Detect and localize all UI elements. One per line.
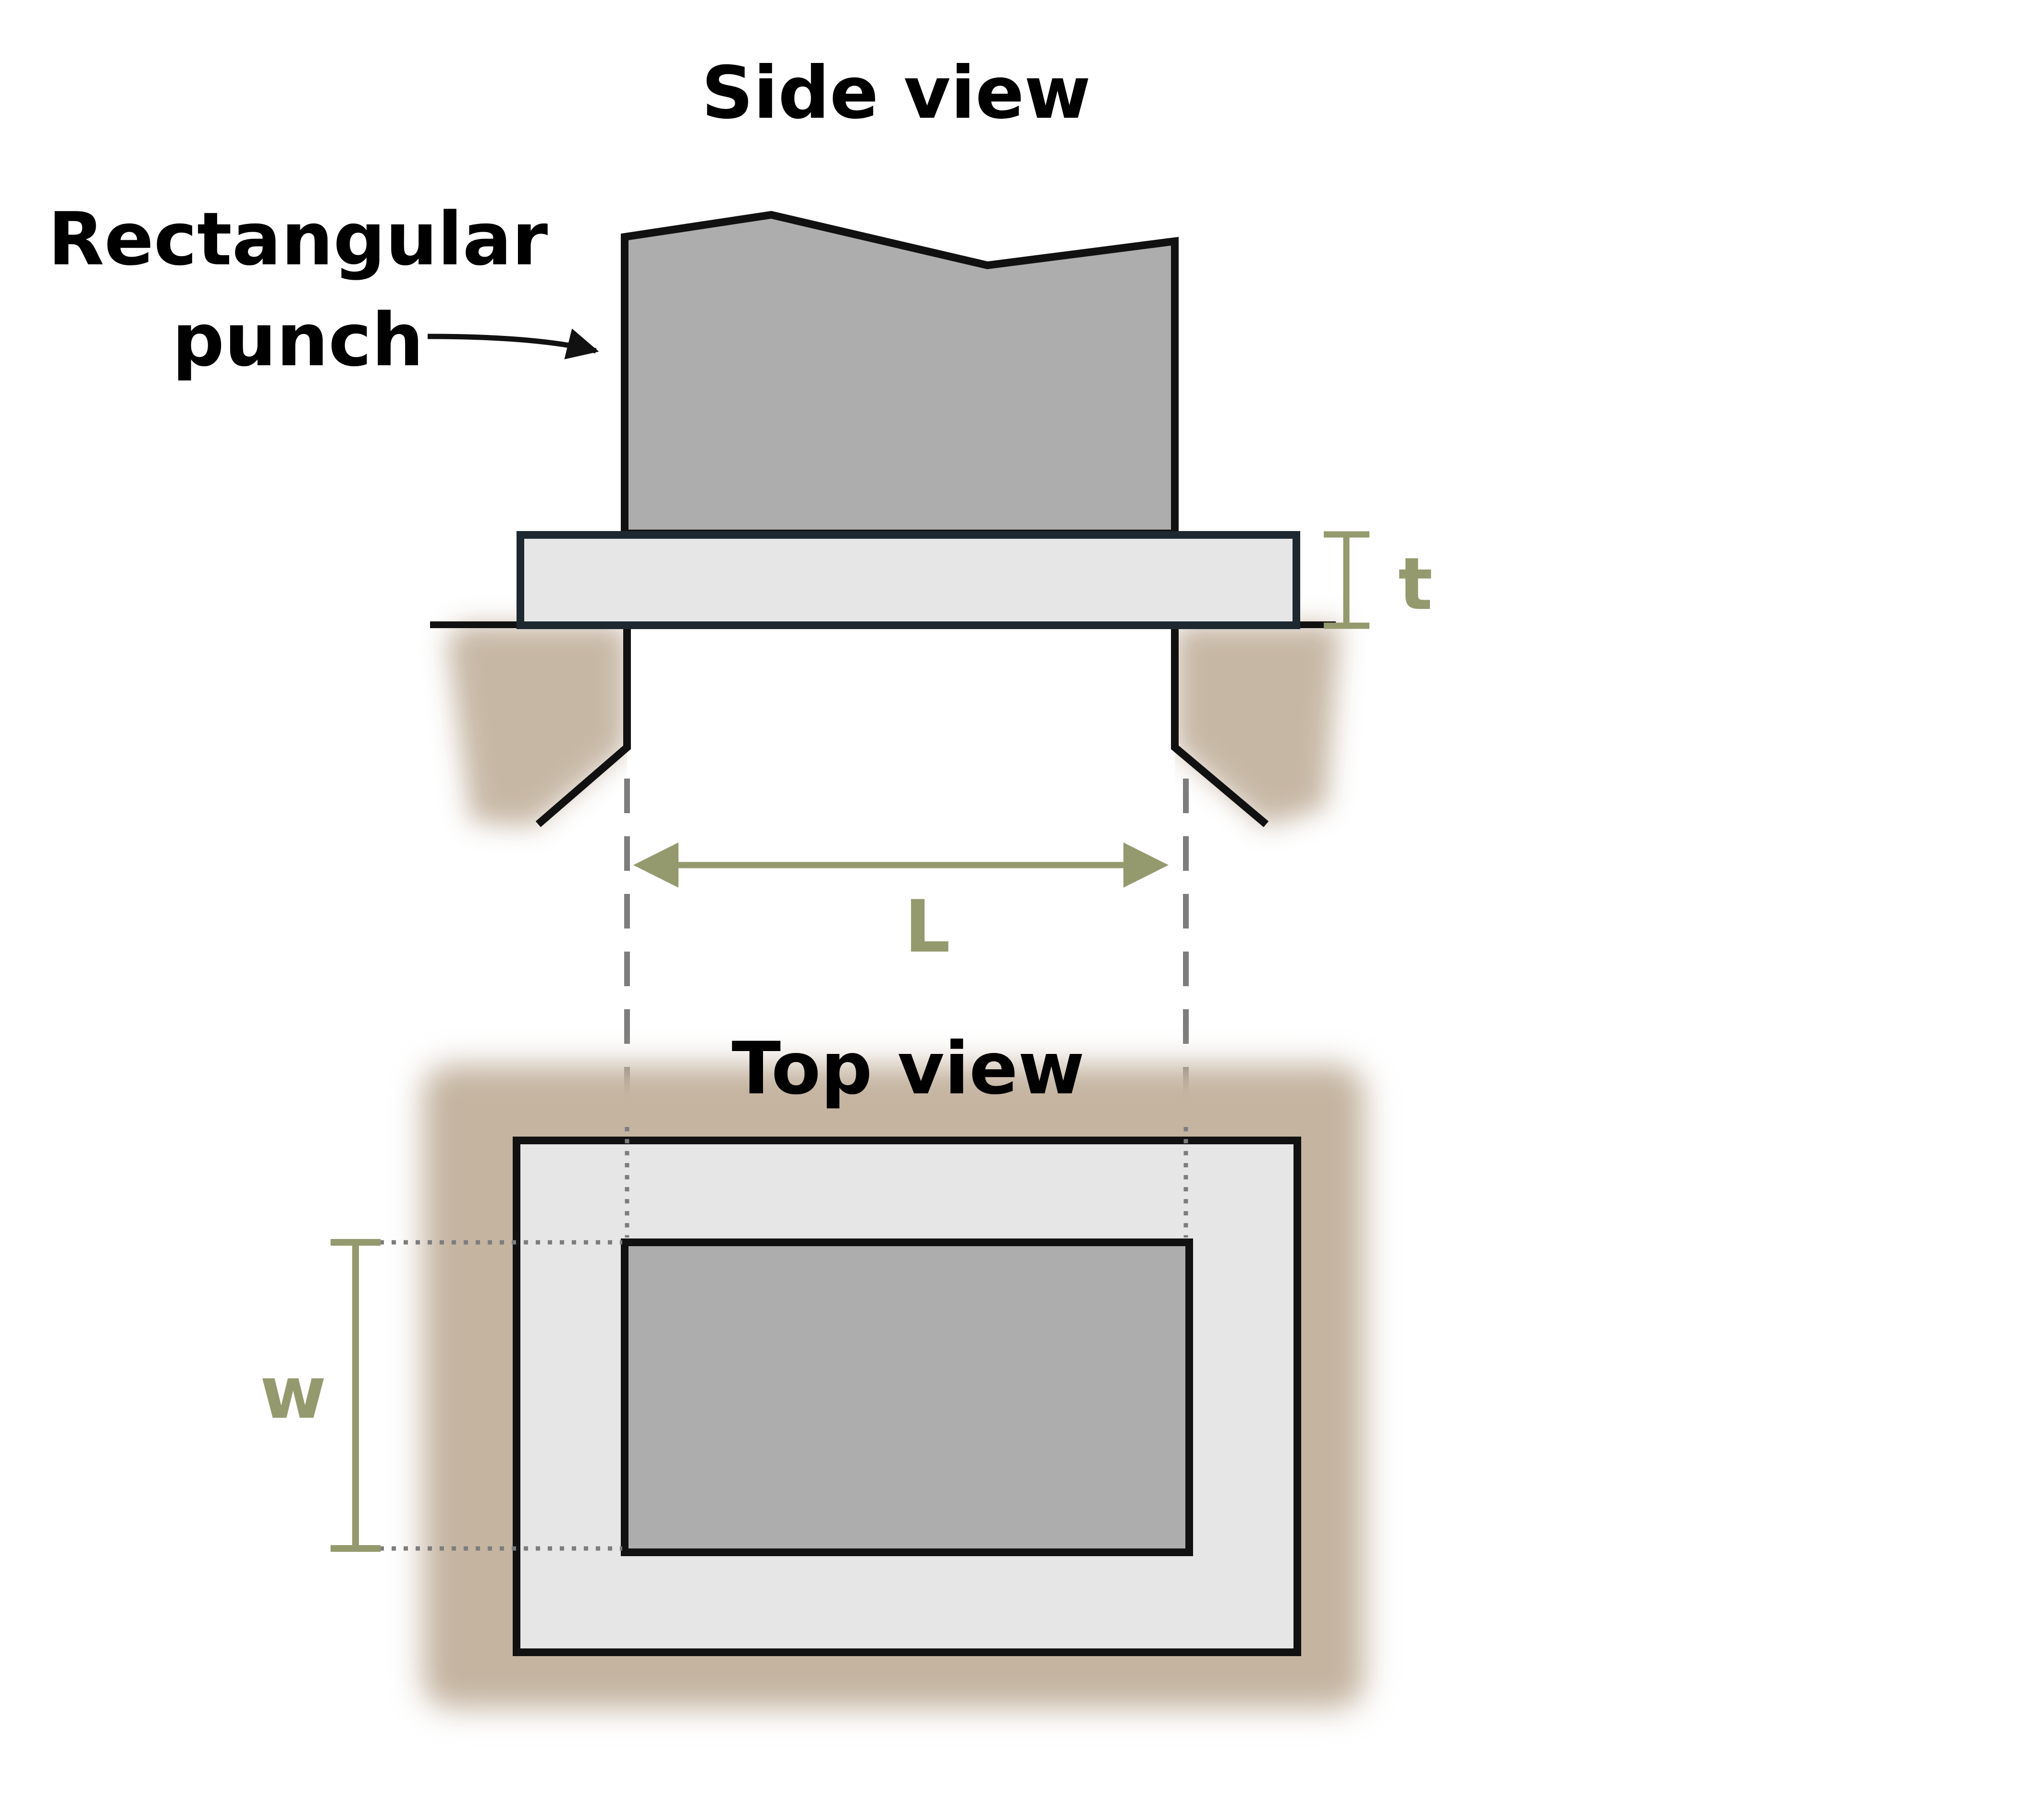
dimension-arrowhead-right	[1123, 842, 1169, 888]
die-right	[1175, 625, 1341, 827]
thickness-dimension	[1324, 531, 1369, 629]
dimension-w-label: w	[260, 1351, 327, 1435]
callout-arrow-icon	[427, 328, 599, 359]
die-left	[447, 625, 627, 827]
side-view-title: Side view	[702, 51, 1091, 135]
dimension-arrowhead-left	[633, 842, 678, 888]
die	[430, 621, 1341, 846]
width-dimension	[331, 1239, 381, 1552]
rectangular-punch	[621, 210, 1179, 537]
length-dimension	[633, 842, 1169, 888]
sheet-plate	[517, 531, 1300, 629]
callout-label-line2: punch	[172, 297, 424, 383]
dimension-L-label: L	[904, 885, 950, 969]
die-hole-edge-left	[535, 625, 631, 828]
die-hole-edge-right	[1171, 625, 1269, 828]
dimension-t-label: t	[1398, 543, 1433, 626]
top-view-punch-footprint	[621, 1238, 1193, 1556]
top-view-title: Top view	[732, 1027, 1085, 1111]
callout-label-line1: Rectangular	[48, 197, 548, 282]
